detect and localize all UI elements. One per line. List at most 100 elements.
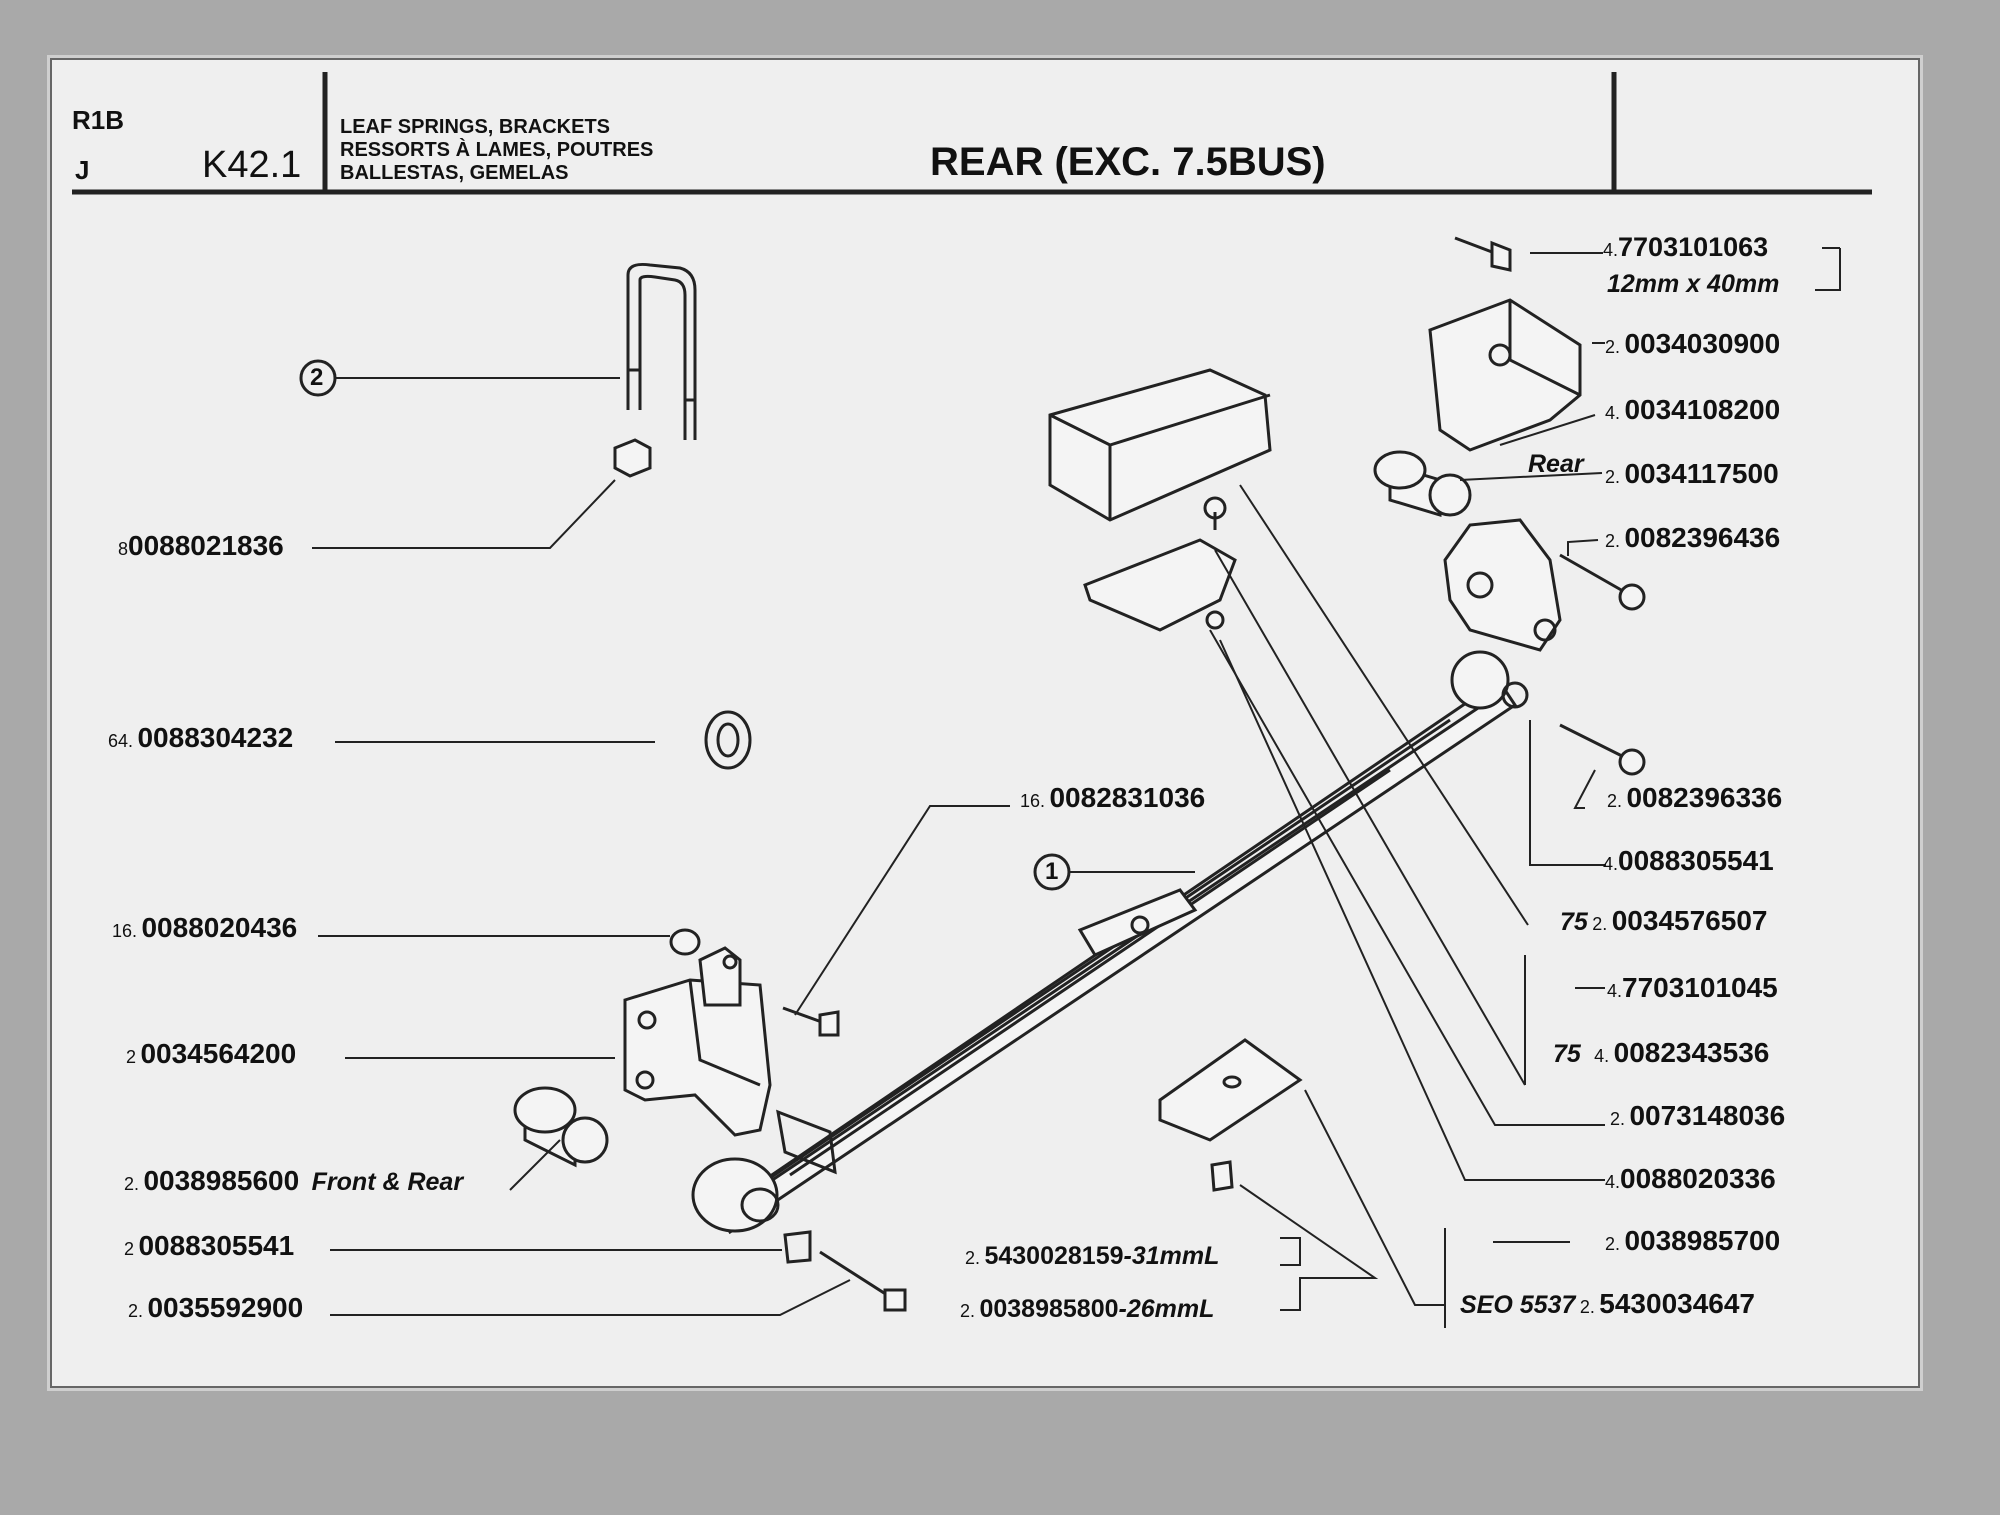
part-number: 0038985800 — [979, 1295, 1119, 1323]
shackle-plate-icon — [776, 1109, 837, 1175]
part-qty: 4. — [1594, 1046, 1610, 1066]
part-qty: 2. — [1592, 914, 1608, 934]
part-number: 0038985600 — [143, 1165, 300, 1196]
spring-seat-icon — [1083, 496, 1237, 632]
part-qty: 8 — [118, 539, 129, 559]
rear-note: Rear — [1528, 450, 1584, 478]
u-bolt-icon — [626, 263, 697, 440]
part-qty: 2. — [128, 1301, 144, 1321]
part-number: 0034030900 — [1624, 328, 1781, 359]
spacer-block-icon — [1158, 1038, 1303, 1142]
part-qty: 2. — [960, 1301, 976, 1321]
part-qty: 2. — [1605, 467, 1621, 487]
part-prefix: SEO 5537 — [1460, 1291, 1576, 1319]
part-row-5430028159: 2. 5430028159-31mmL — [965, 1242, 1219, 1271]
bolt-icon — [782, 1006, 907, 1312]
rear-hanger-icon — [1428, 298, 1582, 452]
part-qty: 4. — [1603, 240, 1619, 260]
part-row-0035592900: 2. 0035592900 — [128, 1292, 303, 1324]
part-qty: 2. — [1579, 1297, 1595, 1317]
rear-bushing-icon — [1373, 450, 1472, 518]
part-number: 0088021836 — [128, 530, 284, 561]
part-number: 0082343536 — [1613, 1037, 1770, 1068]
part-number: 0088020336 — [1620, 1163, 1776, 1194]
bolt-size-note: 12mm x 40mm — [1607, 270, 1780, 298]
part-row-0073148036: 2. 0073148036 — [1610, 1100, 1785, 1132]
dowel-pin-icon — [1210, 1160, 1234, 1192]
part-row-0088305541-left: 2 0088305541 — [124, 1230, 294, 1262]
front-bushing-icon — [513, 1086, 609, 1168]
callout-1-label: 1 — [1045, 858, 1059, 885]
part-number: 0034576507 — [1611, 905, 1768, 936]
part-number: 0088305541 — [1618, 845, 1774, 876]
part-number: 0082396336 — [1626, 782, 1783, 813]
part-qty: 16. — [112, 921, 138, 941]
part-row-0038985700: 2. 0038985700 — [1605, 1225, 1780, 1257]
part-qty: 2. — [124, 1174, 140, 1194]
title-spanish: BALLESTAS, GEMELAS — [340, 162, 569, 184]
part-row-0082396336: 2. 0082396336 — [1607, 782, 1782, 814]
callout-2-label: 2 — [310, 364, 324, 391]
part-row-7703101045: 4.7703101045 — [1607, 972, 1778, 1004]
part-row-0034117500: 2. 0034117500 — [1605, 458, 1779, 490]
model-code: R1B — [72, 105, 125, 135]
page-subtitle: REAR (EXC. 7.5BUS) — [930, 140, 1326, 184]
part-number: 5430034647 — [1599, 1288, 1756, 1319]
part-row-0082343536: 75 4. 0082343536 — [1553, 1037, 1769, 1069]
small-nut-icon — [669, 928, 701, 956]
page-code: K42.1 — [202, 144, 302, 186]
part-note: -31mmL — [1123, 1242, 1220, 1270]
part-qty: 4. — [1607, 981, 1623, 1001]
nut-icon — [613, 438, 652, 478]
part-note: Front & Rear — [311, 1168, 464, 1196]
part-qty: 2 — [124, 1239, 135, 1259]
part-row-0088021836: 80088021836 — [118, 530, 284, 562]
part-qty: 4. — [1603, 854, 1619, 874]
part-qty: 2. — [1605, 531, 1621, 551]
part-number: 0034564200 — [140, 1038, 297, 1069]
part-qty: 2. — [1605, 337, 1621, 357]
part-qty: 2. — [965, 1248, 981, 1268]
rear-bolt-icon — [1454, 236, 1512, 272]
part-row-0034576507: 75 2. 0034576507 — [1560, 905, 1767, 937]
callout-circle-2 — [299, 359, 337, 397]
part-qty: 2 — [126, 1047, 137, 1067]
part-row-7703101063: 4.7703101063 — [1603, 232, 1768, 263]
front-bracket-icon — [623, 946, 772, 1137]
part-row-0088020436: 16. 0088020436 — [112, 912, 297, 944]
rear-shackle-icon — [1443, 518, 1646, 776]
washer-icon — [704, 710, 752, 770]
part-row-0088020336: 4.0088020336 — [1605, 1163, 1776, 1195]
part-row-0082396436: 2. 0082396436 — [1605, 522, 1780, 554]
part-number: 0038985700 — [1624, 1225, 1781, 1256]
part-qty: 2. — [1610, 1109, 1626, 1129]
part-qty: 16. — [1020, 791, 1046, 811]
variant-code: J — [75, 155, 90, 185]
part-qty: 4. — [1605, 1172, 1621, 1192]
part-number: 5430028159 — [984, 1242, 1124, 1270]
part-number: 0088304232 — [137, 722, 294, 753]
leaf-spring-icon — [691, 650, 1529, 1235]
title-english: LEAF SPRINGS, BRACKETS — [340, 116, 611, 138]
part-number: 0088020436 — [141, 912, 298, 943]
part-qty: 64. — [108, 731, 134, 751]
shackle-link-icon — [783, 1230, 812, 1264]
part-row-0034108200: 4. 0034108200 — [1605, 394, 1780, 426]
part-number: 7703101063 — [1618, 232, 1769, 262]
part-row-0038985600: 2. 0038985600 Front & Rear — [124, 1165, 463, 1197]
bump-stop-icon — [1048, 368, 1272, 522]
part-number: 0082831036 — [1049, 782, 1206, 813]
part-prefix: 75 — [1553, 1040, 1581, 1068]
part-qty: 2. — [1605, 1234, 1621, 1254]
part-row-0038985800: 2. 0038985800-26mmL — [960, 1295, 1214, 1324]
part-row-0082831036: 16. 0082831036 — [1020, 782, 1205, 814]
part-qty: 2. — [1607, 791, 1623, 811]
title-french: RESSORTS À LAMES, POUTRES — [340, 139, 654, 161]
part-note: -26mmL — [1118, 1295, 1215, 1323]
part-number: 7703101045 — [1622, 972, 1778, 1003]
callout-circle-1 — [1033, 853, 1071, 891]
catalog-sheet — [50, 58, 1920, 1388]
part-number: 0034108200 — [1624, 394, 1781, 425]
part-number: 0035592900 — [147, 1292, 304, 1323]
